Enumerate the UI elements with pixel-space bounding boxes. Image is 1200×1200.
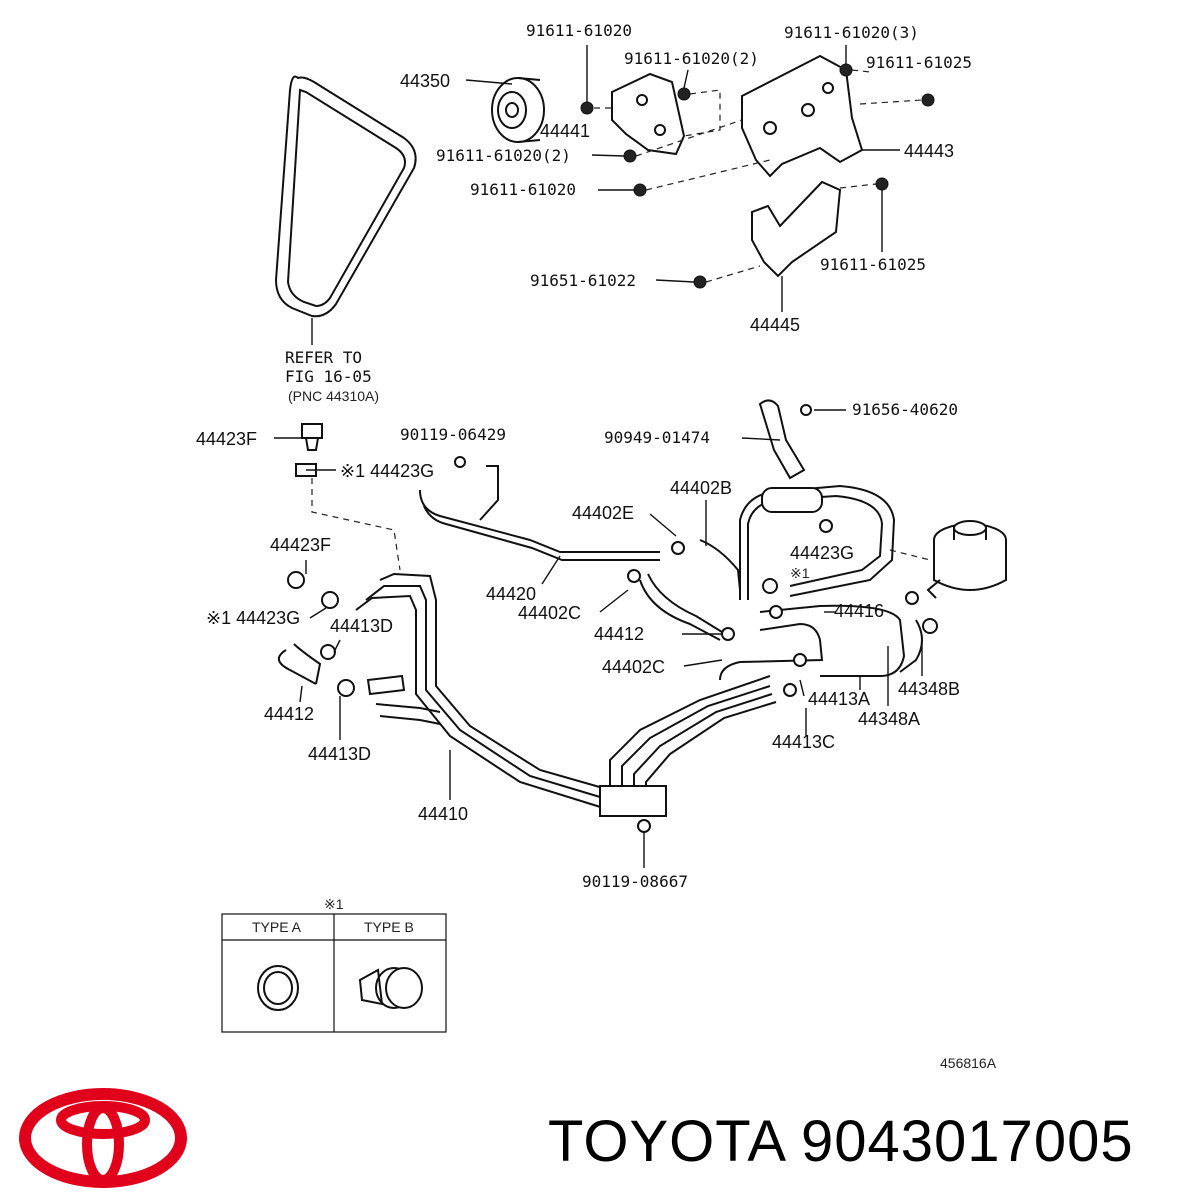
return-tubes	[278, 572, 777, 817]
reservoir-tank	[926, 520, 1007, 599]
label-44413C: 44413C	[772, 732, 835, 752]
label-44413A: 44413A	[808, 689, 870, 709]
drive-belt	[274, 75, 417, 318]
label-44423G-right: 44423G	[790, 543, 854, 563]
label-91611-61020-3: 91611-61020(3)	[784, 23, 919, 42]
label-44416: 44416	[834, 601, 884, 621]
label-44423F-top: 44423F	[196, 429, 257, 449]
drive-belt-inner	[286, 88, 406, 308]
refer-line-2: FIG 16-05	[285, 367, 372, 386]
label-91611-61025-top: 91611-61025	[866, 53, 972, 72]
label-44413D-lower: 44413D	[308, 744, 371, 764]
label-91656-40620: 91656-40620	[852, 400, 958, 419]
label-44423G-left: ※1 44423G	[206, 608, 300, 628]
label-44350: 44350	[400, 71, 450, 91]
type-table	[221, 913, 447, 1033]
label-44441: 44441	[540, 121, 590, 141]
type-b-label: TYPE B	[364, 919, 414, 935]
label-90949-01474: 90949-01474	[604, 428, 710, 447]
clamps-left	[287, 399, 812, 697]
label-44402B: 44402B	[670, 478, 732, 498]
refer-line-1: REFER TO	[285, 348, 362, 367]
label-44423F-left: 44423F	[270, 535, 331, 555]
label-91651-61022: 91651-61022	[530, 271, 636, 290]
label-44410: 44410	[418, 804, 468, 824]
drawing-code: 456816A	[940, 1055, 997, 1071]
label-44402C-lower: 44402C	[602, 657, 665, 677]
label-91611-61020-mid: 91611-61020	[470, 180, 576, 199]
label-44420: 44420	[486, 584, 536, 604]
note-1-right: ※1	[790, 565, 810, 581]
label-91611-61020-2-top: 91611-61020(2)	[624, 49, 759, 68]
hose-assembly	[419, 465, 938, 697]
bracket-44441	[611, 72, 686, 156]
label-90119-06429: 90119-06429	[400, 425, 506, 444]
label-44423G-top: ※1 44423G	[340, 461, 434, 481]
toyota-logo-icon	[19, 1088, 187, 1188]
label-44348A: 44348A	[858, 709, 920, 729]
label-44412-left: 44412	[264, 704, 314, 724]
label-44443: 44443	[904, 141, 954, 161]
label-44402C-upper: 44402C	[518, 603, 581, 623]
label-44445: 44445	[750, 315, 800, 335]
label-44413D-upper: 44413D	[330, 616, 393, 636]
pulley	[491, 77, 545, 143]
label-91611-61025-low: 91611-61025	[820, 255, 926, 274]
label-44348B: 44348B	[898, 679, 960, 699]
label-90119-08667: 90119-08667	[582, 872, 688, 891]
refer-line-3: (PNC 44310A)	[288, 388, 379, 404]
label-44402E: 44402E	[572, 503, 634, 523]
label-91611-61020-2-mid: 91611-61020(2)	[436, 146, 571, 165]
note-1-table: ※1	[324, 896, 344, 912]
label-44412-right: 44412	[594, 624, 644, 644]
label-91611-61020-top: 91611-61020	[526, 21, 632, 40]
brand-part-number: TOYOTA 9043017005	[548, 1109, 1134, 1174]
bracket-44445	[751, 180, 842, 278]
type-a-label: TYPE A	[252, 919, 302, 935]
